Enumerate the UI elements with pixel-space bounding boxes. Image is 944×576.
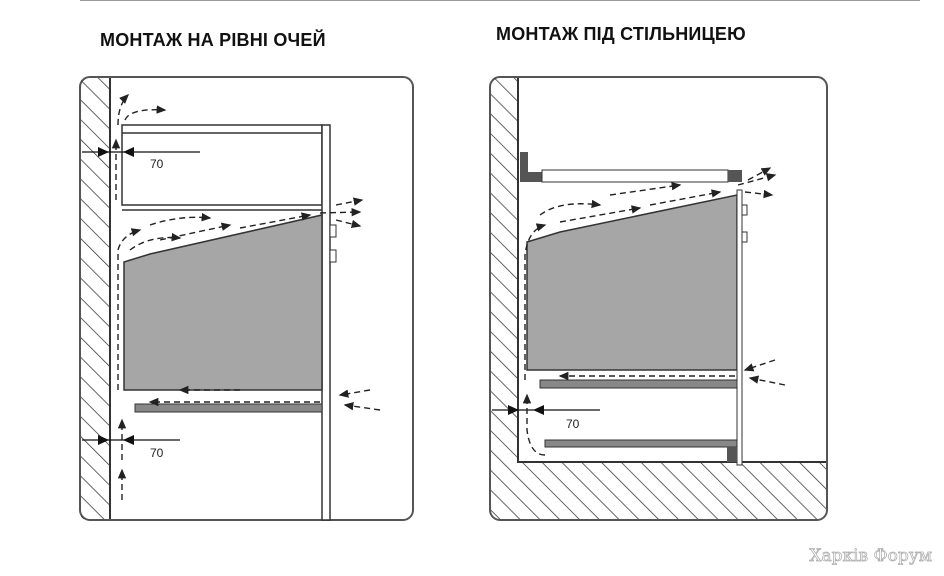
title-eye-level: МОНТАЖ НА РІВНІ ОЧЕЙ (100, 30, 326, 50)
airflow-arrows (111, 94, 381, 500)
watermark: Харків Форум (809, 546, 932, 567)
airflow-arrows (522, 167, 786, 456)
top-rule (80, 0, 920, 1)
under-counter-diagram: 70 (489, 76, 828, 521)
shelf (539, 379, 738, 389)
wall-hatch (491, 78, 518, 462)
eye-level-diagram: 70 70 (79, 76, 414, 521)
oven-body (123, 214, 323, 391)
lower-shelf (544, 439, 738, 448)
floor-hatch (491, 462, 826, 519)
dimension-label-bottom: 70 (150, 446, 164, 460)
title-under-counter: МОНТАЖ ПІД СТІЛЬНИЦЕЮ (496, 24, 746, 44)
wall-hatch (81, 78, 110, 519)
dimension-label-top: 70 (150, 157, 164, 171)
dimension-label: 70 (566, 417, 580, 431)
cabinet-side (321, 124, 331, 521)
bottom-shelf (134, 403, 323, 413)
countertop (541, 169, 729, 183)
